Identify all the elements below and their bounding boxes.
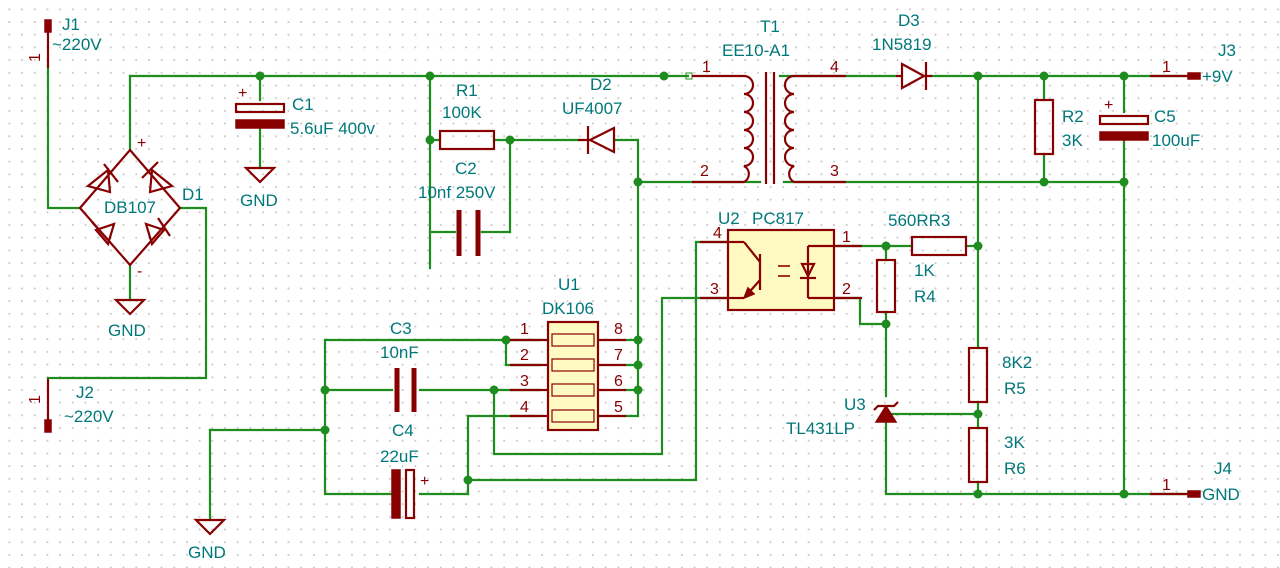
capacitor-c5[interactable]: + C5 100uF bbox=[1098, 97, 1200, 150]
resistor-r2[interactable]: R2 3K bbox=[1033, 98, 1084, 156]
u2-pin-3: 3 bbox=[710, 281, 719, 298]
d1-ref-label: D1 bbox=[182, 185, 204, 204]
d3-ref-label: D3 bbox=[898, 11, 920, 30]
diode-d3[interactable]: D3 1N5819 bbox=[872, 11, 932, 90]
r4-value-label: 1K bbox=[914, 261, 935, 280]
u1-pin-5: 5 bbox=[614, 399, 623, 416]
u2-pin-1: 1 bbox=[842, 229, 851, 246]
r6-ref-label: R6 bbox=[1004, 459, 1026, 478]
capacitor-c4[interactable]: + C4 22uF bbox=[380, 421, 429, 520]
u2-ref-label: U2 bbox=[718, 209, 740, 228]
u1-pin-3: 3 bbox=[520, 373, 529, 390]
u1-pin-4: 4 bbox=[520, 399, 529, 416]
c1-plus-symbol: + bbox=[238, 85, 247, 102]
resistor-r5[interactable]: 8K2 R5 bbox=[967, 346, 1032, 404]
resistor-r1[interactable]: R1 100K bbox=[438, 81, 496, 151]
connector-j1[interactable]: 1 J1 ~220V bbox=[27, 15, 102, 68]
u2-value-label: PC817 bbox=[752, 209, 804, 228]
t1-pin-3: 3 bbox=[830, 163, 839, 180]
d1-value-label: DB107 bbox=[104, 198, 156, 217]
u3-ref-label: U3 bbox=[844, 395, 866, 414]
j2-ref-label: J2 bbox=[76, 383, 94, 402]
j2-value-label: ~220V bbox=[64, 407, 114, 426]
gnd-symbol-u1: GND bbox=[188, 518, 227, 562]
c2-ref-label: C2 bbox=[455, 159, 477, 178]
r1-value-label: 100K bbox=[442, 103, 482, 122]
t1-pin-4: 4 bbox=[830, 59, 839, 76]
u1-pin-6: 6 bbox=[614, 373, 623, 390]
d3-value-label: 1N5819 bbox=[872, 35, 932, 54]
gnd-symbol-c1: GND bbox=[240, 166, 278, 210]
c5-ref-label: C5 bbox=[1154, 107, 1176, 126]
u1-pin-2: 2 bbox=[520, 347, 529, 364]
d2-value-label: UF4007 bbox=[562, 99, 622, 118]
u1-ref-label: U1 bbox=[558, 275, 580, 294]
resistor-r3[interactable]: 560RR3 bbox=[888, 211, 968, 257]
c2-value-label: 10nf 250V bbox=[418, 183, 496, 202]
r5-ref-label: R5 bbox=[1004, 379, 1026, 398]
optocoupler-u2[interactable]: 4 3 1 2 U2 PC817 bbox=[700, 209, 862, 312]
connector-j3[interactable]: 1 J3 +9V bbox=[1150, 41, 1236, 86]
gnd-symbol-bridge: GND bbox=[108, 298, 147, 340]
shunt-regulator-u3[interactable]: U3 TL431LP bbox=[786, 395, 899, 438]
ic-u1[interactable]: 1 2 3 4 5 6 7 8 U1 DK106 bbox=[510, 275, 626, 432]
j1-ref-label: J1 bbox=[62, 15, 80, 34]
c3-ref-label: C3 bbox=[390, 319, 412, 338]
c5-plus-symbol: + bbox=[1104, 97, 1113, 114]
j4-value-label: GND bbox=[1202, 485, 1240, 504]
u1-pin-7: 7 bbox=[614, 347, 623, 364]
c3-value-label: 10nF bbox=[380, 343, 419, 362]
t1-ref-label: T1 bbox=[760, 17, 780, 36]
j4-ref-label: J4 bbox=[1214, 459, 1232, 478]
j1-value-label: ~220V bbox=[52, 35, 102, 54]
r4-ref-label: R4 bbox=[914, 287, 936, 306]
d1-minus-symbol: - bbox=[137, 263, 142, 280]
c4-plus-symbol: + bbox=[420, 473, 429, 490]
r2-value-label: 3K bbox=[1062, 131, 1083, 150]
u2-pin-2: 2 bbox=[842, 281, 851, 298]
u3-value-label: TL431LP bbox=[786, 419, 855, 438]
transformer-t1[interactable]: 1 2 3 4 T1 EE10-A1 bbox=[685, 17, 846, 184]
resistor-r6[interactable]: 3K R6 bbox=[967, 426, 1026, 484]
r6-value-label: 3K bbox=[1004, 433, 1025, 452]
connector-j2[interactable]: 1 J2 ~220V bbox=[27, 376, 114, 433]
r2-ref-label: R2 bbox=[1062, 107, 1084, 126]
u1-pin-8: 8 bbox=[614, 321, 623, 338]
c1-value-label: 5.6uF 400v bbox=[290, 119, 376, 138]
j1-pin-number: 1 bbox=[27, 53, 44, 62]
j4-pin-number: 1 bbox=[1162, 477, 1171, 494]
j2-pin-number: 1 bbox=[27, 395, 44, 404]
c4-ref-label: C4 bbox=[392, 421, 414, 440]
c4-value-label: 22uF bbox=[380, 447, 419, 466]
gnd-label-c1: GND bbox=[240, 191, 278, 210]
r3-ref-value-label: 560RR3 bbox=[888, 211, 950, 230]
j3-value-label: +9V bbox=[1202, 67, 1233, 86]
diode-d2[interactable]: D2 UF4007 bbox=[562, 75, 622, 154]
capacitor-c1[interactable]: + C1 5.6uF 400v bbox=[234, 85, 376, 138]
junctions bbox=[255, 71, 1129, 499]
j3-ref-label: J3 bbox=[1218, 41, 1236, 60]
d1-plus-symbol: + bbox=[137, 135, 146, 152]
c5-value-label: 100uF bbox=[1152, 131, 1200, 150]
d2-ref-label: D2 bbox=[590, 75, 612, 94]
r1-ref-label: R1 bbox=[456, 81, 478, 100]
t1-value-label: EE10-A1 bbox=[722, 41, 790, 60]
u1-pin-1: 1 bbox=[520, 321, 529, 338]
r5-value-label: 8K2 bbox=[1002, 353, 1032, 372]
bridge-rectifier-d1[interactable]: + - D1 DB107 bbox=[78, 135, 204, 280]
connector-j4[interactable]: 1 J4 GND bbox=[1150, 459, 1240, 504]
capacitor-c2[interactable]: C2 10nf 250V bbox=[418, 159, 496, 256]
capacitor-c3[interactable]: C3 10nF bbox=[380, 319, 419, 412]
wires bbox=[46, 66, 1190, 522]
gnd-label-u1: GND bbox=[188, 543, 226, 562]
j3-pin-number: 1 bbox=[1162, 59, 1171, 76]
c1-ref-label: C1 bbox=[292, 95, 314, 114]
u2-pin-4: 4 bbox=[713, 225, 722, 242]
t1-pin-1: 1 bbox=[702, 59, 711, 76]
u1-value-label: DK106 bbox=[542, 299, 594, 318]
gnd-label-bridge: GND bbox=[108, 321, 146, 340]
t1-pin-2: 2 bbox=[700, 163, 709, 180]
resistor-r4[interactable]: 1K R4 bbox=[875, 258, 936, 314]
